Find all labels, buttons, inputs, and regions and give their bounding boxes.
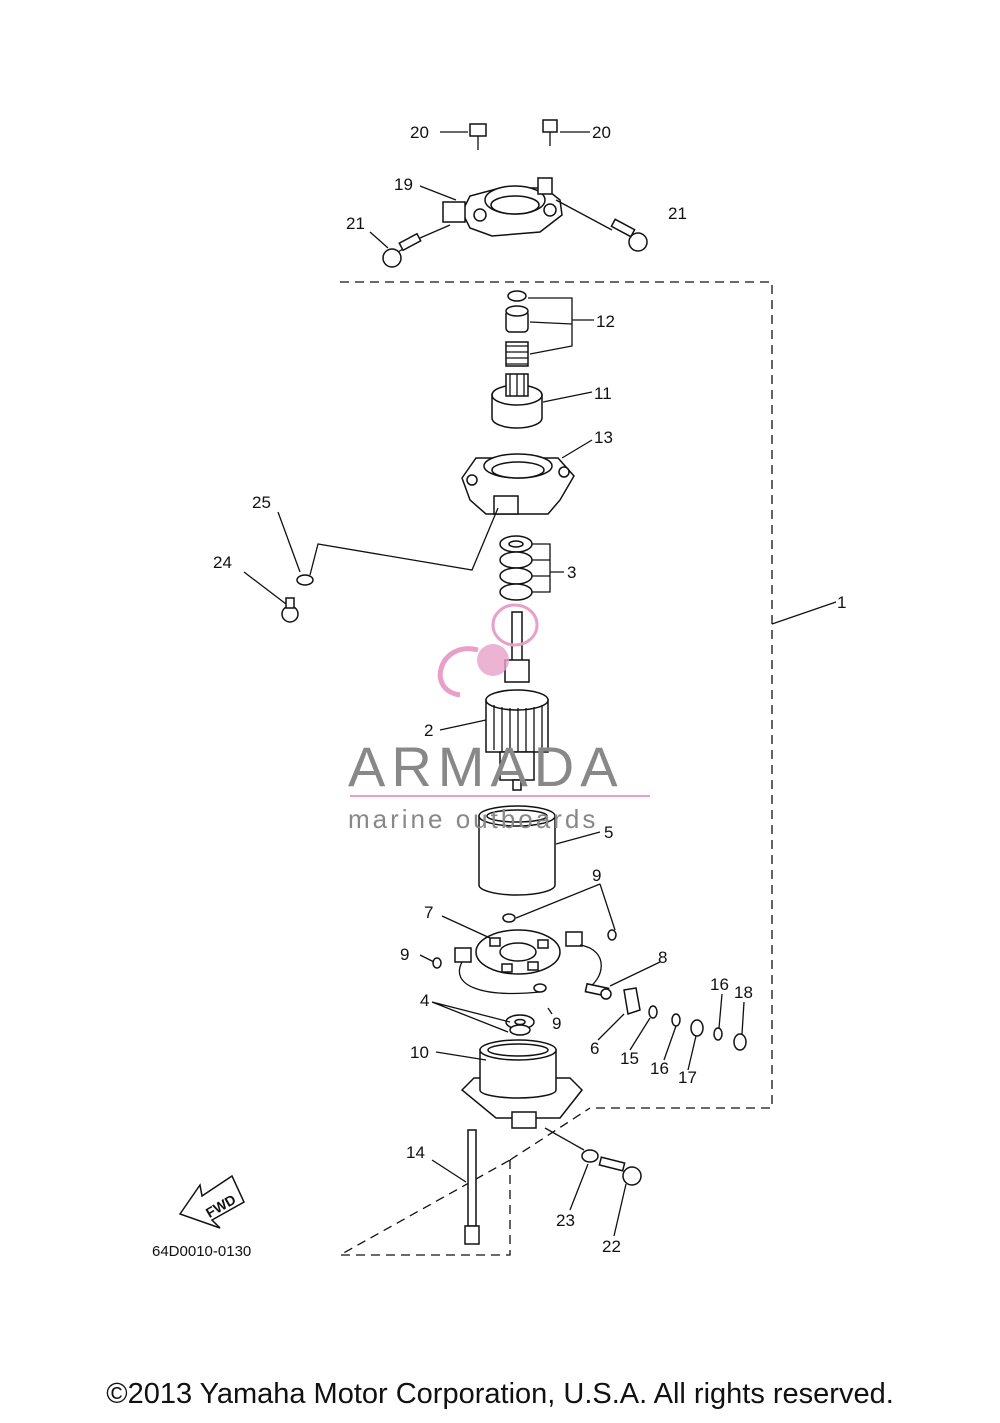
callout-3: 3 <box>567 563 576 582</box>
callout-21b: 21 <box>668 204 687 223</box>
bolt-20-right <box>542 119 558 146</box>
callout-5: 5 <box>604 823 613 842</box>
upper-bracket <box>442 177 563 237</box>
callout-9c: 9 <box>552 1014 561 1033</box>
washer-4 <box>505 1014 535 1036</box>
callout-9b: 9 <box>400 945 409 964</box>
callout-20b: 20 <box>592 123 611 142</box>
callout-17: 17 <box>678 1068 697 1087</box>
callout-16a: 16 <box>710 975 729 994</box>
callout-15: 15 <box>620 1049 639 1068</box>
callout-19: 19 <box>394 175 413 194</box>
assembly-outline-join <box>509 1107 591 1161</box>
bolt-21-right <box>610 218 648 252</box>
callout-23: 23 <box>556 1211 575 1230</box>
callout-8: 8 <box>658 948 667 967</box>
screw-24 <box>281 597 299 623</box>
callout-18: 18 <box>734 983 753 1002</box>
fwd-arrow-icon: FWD <box>178 1174 245 1229</box>
yoke <box>478 805 556 896</box>
pinion-gear <box>491 373 543 429</box>
washer-25 <box>296 574 314 586</box>
front-cover-bracket <box>461 453 575 515</box>
washer-set <box>499 535 533 601</box>
bolt-22 <box>598 1156 642 1186</box>
watermark-tagline: marine outboards <box>348 804 598 834</box>
callout-4: 4 <box>420 991 429 1010</box>
armature <box>485 611 549 791</box>
screw-9 <box>432 913 617 993</box>
callout-11: 11 <box>594 384 612 403</box>
callout-2: 2 <box>424 721 433 740</box>
watermark-brand: ARMADA <box>348 735 624 798</box>
callout-25: 25 <box>252 493 271 512</box>
callout-20a: 20 <box>410 123 429 142</box>
drawing-code: 64D0010-0130 <box>152 1243 251 1260</box>
callout-14: 14 <box>406 1143 425 1162</box>
terminal-bolt <box>584 982 612 1000</box>
rear-cover-bracket <box>460 1039 584 1129</box>
callout-24: 24 <box>213 553 232 572</box>
assembly-outline <box>337 281 773 1256</box>
callout-10: 10 <box>410 1043 429 1062</box>
through-bolt <box>464 1129 480 1245</box>
bolt-21-left <box>382 232 422 268</box>
brush-holder <box>454 929 602 995</box>
callout-7: 7 <box>424 903 433 922</box>
bolt-20-left <box>469 123 487 150</box>
copyright-notice: ©2013 Yamaha Motor Corporation, U.S.A. A… <box>106 1378 894 1410</box>
pinion-stop-set <box>505 290 529 367</box>
callout-9a: 9 <box>592 866 601 885</box>
callout-6: 6 <box>590 1039 599 1058</box>
callout-21a: 21 <box>346 214 365 233</box>
callout-22: 22 <box>602 1237 621 1256</box>
washer-23 <box>581 1149 599 1163</box>
armada-logo: ARMADA marine outboards <box>348 603 650 834</box>
small-hardware <box>648 1005 747 1051</box>
callout-12: 12 <box>596 312 615 331</box>
callout-16b: 16 <box>650 1059 669 1078</box>
callout-13: 13 <box>594 428 613 447</box>
callouts: 20 20 19 21 21 12 11 13 25 24 3 1 2 5 9 … <box>213 123 846 1256</box>
terminal-plate <box>623 987 641 1015</box>
leader-lines <box>243 131 837 1237</box>
callout-1: 1 <box>837 593 846 612</box>
